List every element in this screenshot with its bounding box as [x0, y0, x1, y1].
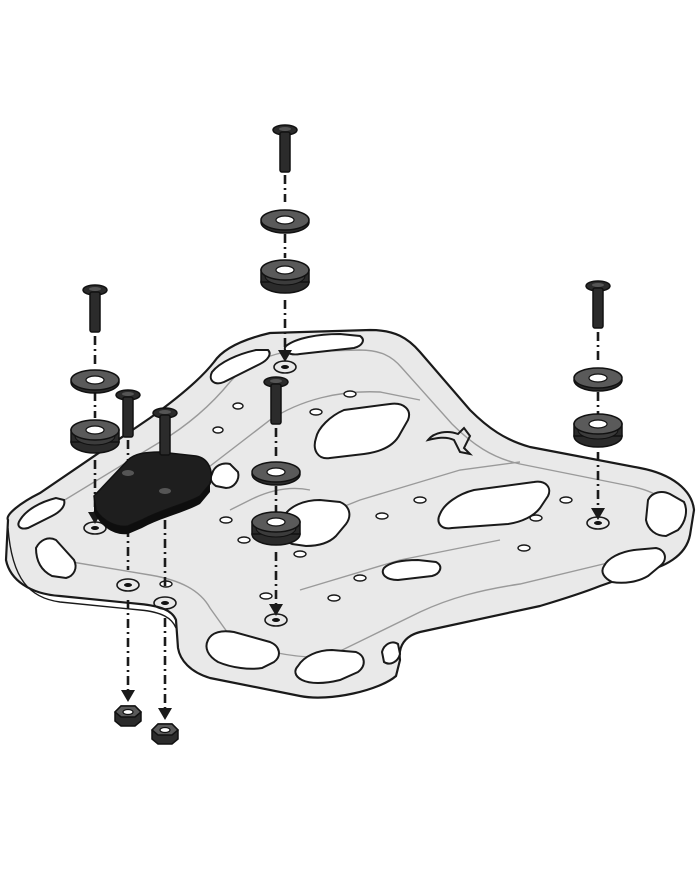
- hardware-stack-rear: [260, 124, 310, 294]
- mounting-plate: [4, 328, 696, 699]
- washer-icon: [260, 209, 310, 234]
- grommet-icon: [251, 511, 301, 546]
- hardware-stack-right: [573, 280, 623, 448]
- washer-icon: [251, 461, 301, 486]
- grommet-icon: [573, 413, 623, 448]
- bolt-icon: [585, 280, 611, 329]
- washer-icon: [70, 369, 120, 394]
- washer-icon: [573, 367, 623, 392]
- grommet-icon: [70, 419, 120, 454]
- nut-icon: [114, 705, 142, 727]
- grommet-icon: [260, 259, 310, 294]
- hardware-stack-left: [70, 284, 120, 454]
- adapter-bracket: [93, 451, 212, 535]
- bolt-icon: [82, 284, 108, 333]
- nut-icon: [151, 723, 179, 745]
- bolt-icon: [272, 124, 298, 173]
